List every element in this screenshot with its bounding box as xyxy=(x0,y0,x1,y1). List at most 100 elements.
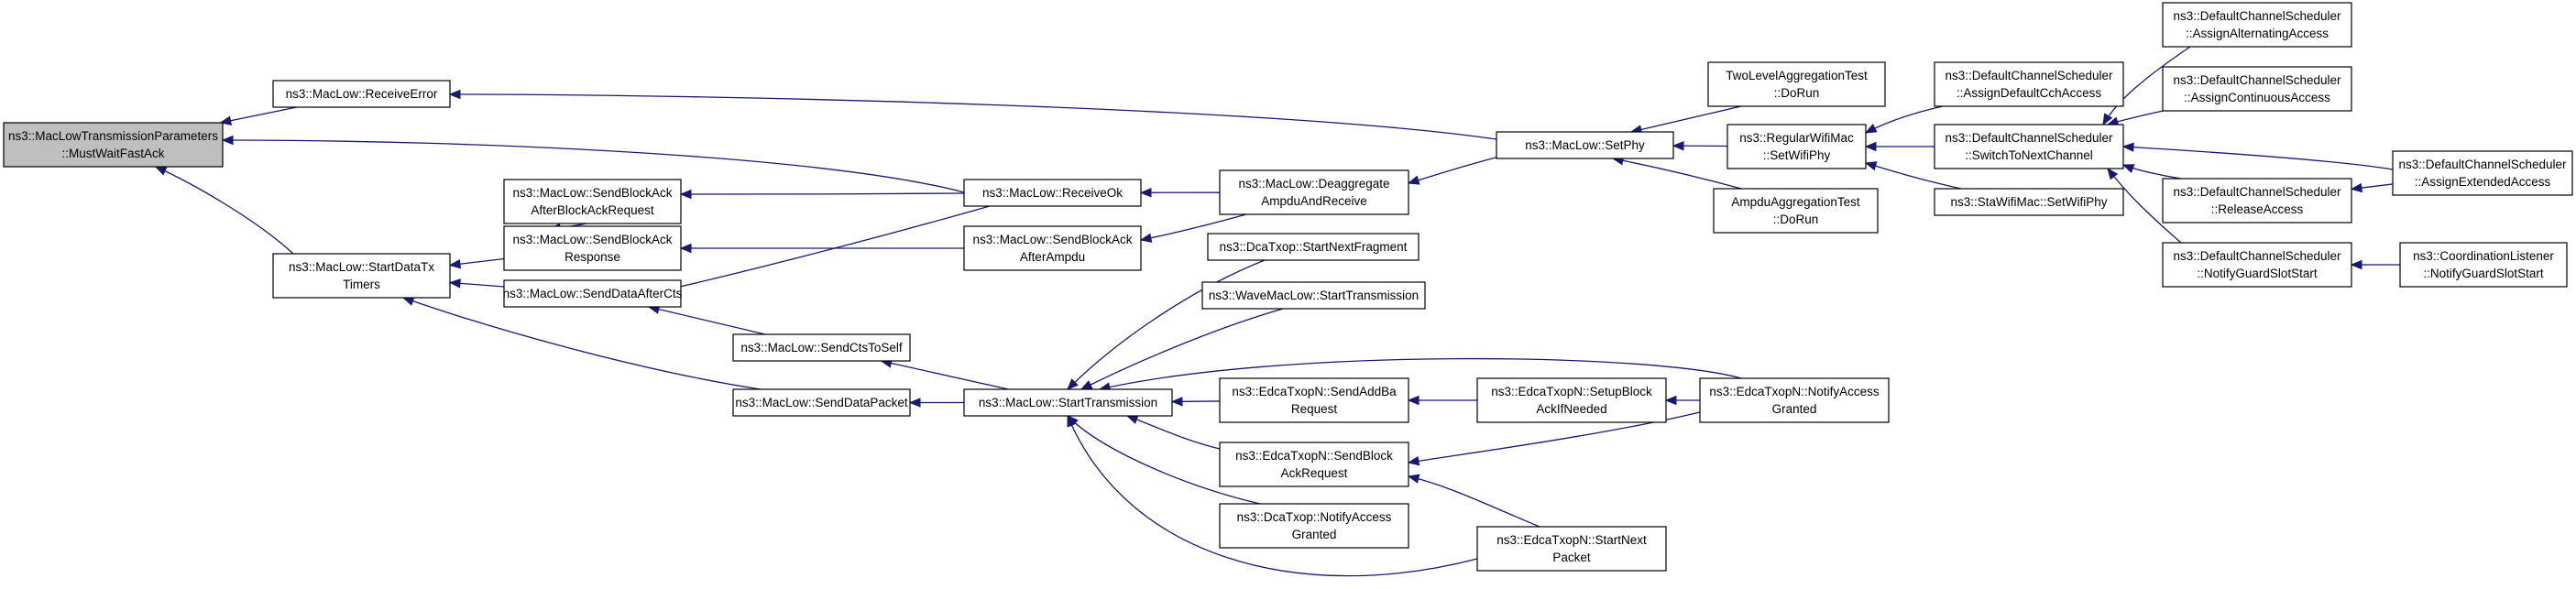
edge-assignExtended-to-releaseAccess xyxy=(2350,182,2394,193)
node-box xyxy=(272,80,451,108)
edge-line xyxy=(648,306,766,335)
node-root[interactable]: ns3::MacLowTransmissionParameters::MustW… xyxy=(3,122,224,168)
node-assignExtended[interactable]: ns3::DefaultChannelScheduler::AssignExte… xyxy=(2392,150,2573,196)
arrowhead xyxy=(1139,233,1153,243)
node-ampduDoRun[interactable]: AmpduAggregationTest::DoRun xyxy=(1713,188,1879,234)
node-assignContinuous[interactable]: ns3::DefaultChannelScheduler::AssignCont… xyxy=(2162,66,2352,112)
edge-setPhy-to-receiveError xyxy=(448,89,1497,140)
node-label-line: ns3::DcaTxop::NotifyAccess xyxy=(1237,510,1392,524)
edge-line xyxy=(222,139,965,193)
node-sendDataAfterCts[interactable]: ns3::MacLow::SendDataAfterCts xyxy=(503,279,683,308)
node-coordNotifyGuardSlotStart[interactable]: ns3::CoordinationListener::NotifyGuardSl… xyxy=(2399,242,2568,288)
node-label-line: Timers xyxy=(343,278,380,291)
arrowhead xyxy=(1170,397,1183,407)
edge-assignExtended-to-switchToNextChannel xyxy=(2121,142,2394,170)
node-staSetWifiPhy[interactable]: ns3::StaWifiMac::SetWifiPhy xyxy=(1934,188,2124,216)
node-regularSetWifiPhy[interactable]: ns3::RegularWifiMac::SetWifiPhy xyxy=(1726,124,1867,169)
edge-line xyxy=(1140,213,1247,241)
arrowhead xyxy=(1125,415,1139,424)
edge-line xyxy=(1408,475,1540,528)
node-dcaStartNextFragment[interactable]: ns3::DcaTxop::StartNextFragment xyxy=(1207,233,1420,261)
edge-line xyxy=(1126,415,1221,450)
arrowhead xyxy=(448,258,462,269)
arrowhead xyxy=(448,278,461,289)
node-waveStartTransmission[interactable]: ns3::WaveMacLow::StartTransmission xyxy=(1201,281,1426,310)
node-box xyxy=(1713,188,1879,234)
node-box xyxy=(2162,178,2352,224)
node-box xyxy=(1219,442,1409,487)
arrowhead xyxy=(2107,167,2119,180)
node-label-line: AmpduAndReceive xyxy=(1261,194,1367,208)
node-label-line: ::SwitchToNextChannel xyxy=(1965,148,2093,162)
node-box xyxy=(1726,124,1867,169)
edge-line xyxy=(1865,105,1944,134)
edge-line xyxy=(155,166,294,255)
edge-receiveOk-to-sendBlockAckAfterBlockAckRequest xyxy=(679,189,965,200)
node-startTransmission[interactable]: ns3::MacLow::StartTransmission xyxy=(963,388,1173,417)
edge-startTransmission-to-sendDataPacket xyxy=(908,398,964,408)
node-box xyxy=(963,388,1173,417)
node-box xyxy=(1476,377,1667,423)
node-sendCtsToSelf[interactable]: ns3::MacLow::SendCtsToSelf xyxy=(732,333,911,362)
node-setPhy[interactable]: ns3::MacLow::SetPhy xyxy=(1496,131,1674,159)
arrowhead xyxy=(1080,380,1093,390)
edge-line xyxy=(1099,357,1742,390)
node-label-line: Packet xyxy=(1552,551,1591,564)
node-notifyGuardSlotStart[interactable]: ns3::DefaultChannelScheduler::NotifyGuar… xyxy=(2162,242,2352,288)
node-sendDataPacket[interactable]: ns3::MacLow::SendDataPacket xyxy=(732,388,911,417)
node-label-line: ns3::DefaultChannelScheduler xyxy=(2173,9,2341,23)
node-label-line: ns3::DefaultChannelScheduler xyxy=(1945,69,2113,82)
node-label-line: ns3::MacLow::SendBlockAck xyxy=(512,186,672,200)
edge-line xyxy=(881,360,1009,390)
node-box xyxy=(1201,281,1426,310)
node-label-line: ns3::DefaultChannelScheduler xyxy=(2173,73,2341,87)
edge-ampduDoRun-to-setPhy xyxy=(1611,156,1742,190)
node-label-line: ns3::EdcaTxopN::SetupBlock xyxy=(1491,385,1652,398)
edge-edcaSendAddBaRequest-to-startTransmission xyxy=(1170,397,1221,407)
edge-receiveOk-to-root xyxy=(221,135,965,193)
node-assignAlternating[interactable]: ns3::DefaultChannelScheduler::AssignAlte… xyxy=(2162,2,2352,48)
node-label-line: ns3::MacLow::SetPhy xyxy=(1525,138,1645,152)
node-label-line: AfterAmpdu xyxy=(1020,250,1085,264)
node-label-line: ns3::MacLow::SendCtsToSelf xyxy=(740,341,903,354)
node-receiveError[interactable]: ns3::MacLow::ReceiveError xyxy=(272,80,451,108)
edge-line xyxy=(1067,259,1266,390)
node-box xyxy=(732,333,911,362)
node-releaseAccess[interactable]: ns3::DefaultChannelScheduler::ReleaseAcc… xyxy=(2162,178,2352,224)
node-box xyxy=(503,279,682,308)
node-assignDefaultCch[interactable]: ns3::DefaultChannelScheduler::AssignDefa… xyxy=(1934,61,2124,107)
edge-dcaStartNextFragment-to-startTransmission xyxy=(1067,259,1266,390)
node-label-line: ns3::EdcaTxopN::StartNext xyxy=(1496,533,1647,547)
node-label-line: ns3::WaveMacLow::StartTransmission xyxy=(1209,289,1419,302)
node-twoLevelDoRun[interactable]: TwoLevelAggregationTest::DoRun xyxy=(1707,61,1886,107)
edge-line xyxy=(659,205,991,292)
edge-line xyxy=(1080,308,1284,390)
edge-line xyxy=(1408,155,1504,184)
arrowhead xyxy=(401,296,415,306)
arrowhead xyxy=(679,189,692,200)
node-box xyxy=(272,253,451,299)
node-receiveOk[interactable]: ns3::MacLow::ReceiveOk xyxy=(963,179,1142,207)
edge-staSetWifiPhy-to-regularSetWifiPhy xyxy=(1864,161,1962,190)
node-switchToNextChannel[interactable]: ns3::DefaultChannelScheduler::SwitchToNe… xyxy=(1934,124,2124,169)
node-box xyxy=(1934,61,2124,107)
arrowhead xyxy=(2350,259,2362,270)
node-label-line: ns3::MacLow::ReceiveOk xyxy=(982,186,1123,200)
node-label-line: AckIfNeeded xyxy=(1536,402,1606,416)
node-box xyxy=(1207,233,1420,261)
arrowhead xyxy=(1407,474,1420,484)
node-sendBlockAckAfterBlockAckRequest[interactable]: ns3::MacLow::SendBlockAckAfterBlockAckRe… xyxy=(503,179,682,224)
edge-deaggregate-to-receiveOk xyxy=(1139,188,1221,198)
node-box xyxy=(1934,188,2124,216)
